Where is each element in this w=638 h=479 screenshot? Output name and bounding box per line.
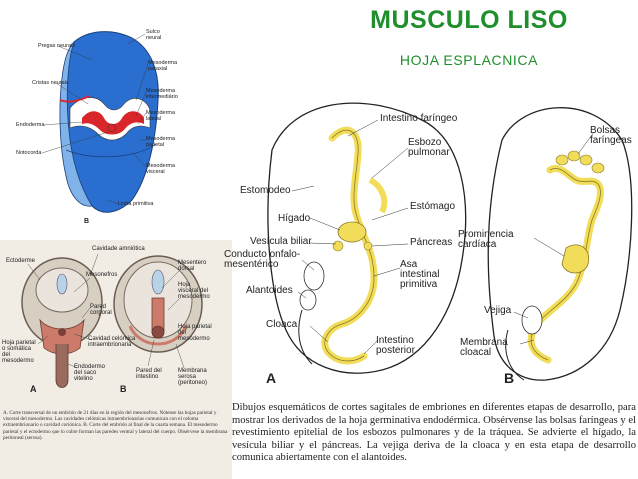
label-hoja-parietal-somatica: Hoja parietal o somática del mesodermo [2,340,36,364]
label-letter-a-bottom: A [30,384,37,394]
slide-title: MUSCULO LISO [370,6,568,34]
label-pared-intestino: Pared del intestino [136,368,162,380]
label-letter-a-right: A [266,370,277,386]
label-hoja-visceral: Hoja visceral del mesodermo [178,282,210,300]
label-membrana-cloacal: Membrana cloacal [460,337,508,358]
label-ectoderme: Ectoderme [6,258,36,264]
label-vejiga: Vejiga [484,305,512,316]
label-endoderma: Endoderma [16,122,45,128]
label-mesonefros: Mesonefros [86,272,118,278]
caption-sagittal: Dibujos esquemáticos de cortes sagitales… [232,402,636,463]
label-mesoderma-parietal: Mesoderma parietal [146,136,176,148]
label-intestino-faringeo: Intestino faríngeo [380,113,458,124]
label-sulco-neural: Sulco neural [146,29,162,41]
label-intestino-posterior: Intestino posterior [376,335,415,356]
figure-neural-plate: Pregas neurais Sulco neural Cristas neur… [0,0,200,240]
label-mesoderma-intermediario: Mesoderma intermediário [146,88,178,100]
label-estomago: Estómago [410,201,456,212]
label-pancreas: Páncreas [410,237,453,248]
label-cristas-neurais: Cristas neurais [32,80,69,86]
label-letter-b-right: B [504,370,515,386]
label-prominencia-cardiaca: Prominencia cardíaca [458,229,514,250]
label-linha-primitiva: Linha primitiva [118,201,154,207]
cross-sections-drawing [21,253,203,388]
figure-sagittal-sections: Intestino faríngeo Esbozo pulmonar Estom… [224,80,638,479]
label-higado: Hígado [278,213,311,224]
label-letter-b-bottom: B [120,384,127,394]
label-conducto-onfalomesenterico: Conducto onfalo-mesentérico [224,249,301,270]
label-endodermo-saco: Endodermo del saco vitelino [74,364,106,382]
label-mesentero-dorsal: Mesentero dorsal [178,260,207,272]
label-letter-b-top: B [84,218,90,225]
label-bolsas-faringeas: Bolsas faríngeas [590,125,632,146]
label-asa-intestinal: Asa intestinal primitiva [400,259,440,290]
label-esbozo-pulmonar: Esbozo pulmonar [408,137,450,158]
label-mesoderma-lateral: Mesoderma lateral [146,110,176,122]
label-cavidad-amniotica: Cavidade amniótica [92,246,145,252]
label-hoja-parietal: Hoja parietal del mesodermo [178,324,212,342]
label-alantoides: Alantoides [246,285,293,296]
neural-plate-drawing [41,31,159,213]
sagittal-drawing [267,102,633,381]
label-mesoderma-visceral: Mesoderma visceral [146,163,176,175]
label-mesoderma-paraxial: Mesoderma paraxial [148,60,178,72]
label-estomodeo: Estomodeo [240,185,291,196]
label-vesicula-biliar: Vesícula biliar [250,236,312,247]
label-pregas-neurais: Pregas neurais [38,43,75,49]
label-membrana-serosa: Membrana serosa (peritoneo) [178,368,208,386]
caption-cross-sections: A. Corte transversal de un embrión de 21… [3,410,228,441]
figure-cross-sections: Cavidade amniótica Ectoderme Mesonefros … [0,240,232,479]
label-cloaca: Cloaca [266,319,298,330]
label-cavidad-celomica: Cavidad celómica intraembrionaria [88,336,136,348]
slide-subtitle: HOJA ESPLACNICA [399,52,539,68]
label-pared-corporal: Pared corporal [90,304,112,316]
label-notocorda: Notocorda [16,150,42,156]
